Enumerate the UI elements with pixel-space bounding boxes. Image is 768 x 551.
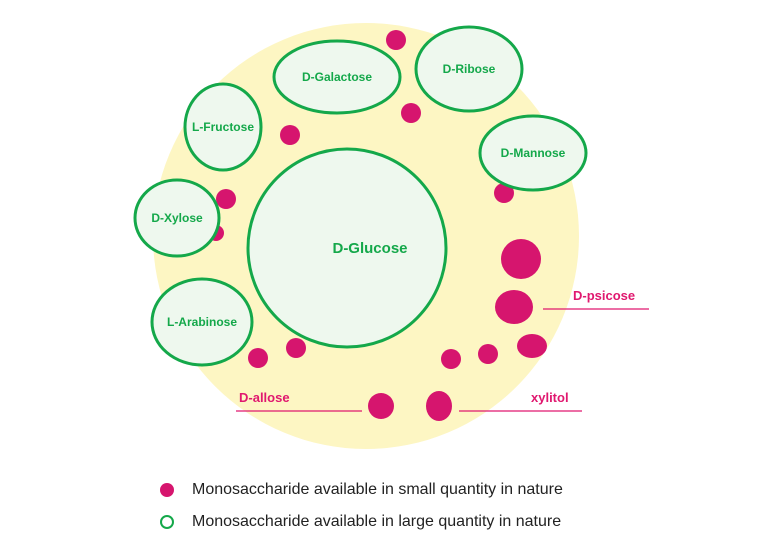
glucose-circle [246,147,448,349]
small-quantity-dot-icon [160,483,174,497]
xylose-circle [133,178,221,258]
mannose-circle [478,114,588,192]
small-dot [501,239,541,279]
legend-large: Monosaccharide available in large quanti… [160,513,561,531]
legend-small-text: Monosaccharide available in small quanti… [192,481,563,498]
arabinose-circle [150,277,254,367]
ribose-circle [414,25,524,113]
xylose-label: D-Xylose [151,211,203,225]
small-dot [368,393,394,419]
galactose-circle [272,39,402,115]
galactose-label: D-Galactose [302,70,372,84]
small-dot [494,183,514,203]
fructose-circle [183,82,263,172]
glucose-label: D-Glucose [332,240,407,257]
allose-label: D-allose [239,390,290,405]
small-dot [216,189,236,209]
legend-small: Monosaccharide available in small quanti… [160,481,563,499]
large-circles [133,25,588,367]
small-dot [280,125,300,145]
small-dot [401,103,421,123]
small-dot [286,338,306,358]
small-dot [478,344,498,364]
psicose-label: D-psicose [573,288,635,303]
small-dot [495,290,533,324]
ribose-label: D-Ribose [443,62,496,76]
large-quantity-ring-icon [160,515,174,529]
small-dot [248,348,268,368]
small-dot [386,30,406,50]
arabinose-label: L-Arabinose [167,315,237,329]
xylitol-label: xylitol [531,390,569,405]
mannose-label: D-Mannose [501,146,566,160]
legend-large-text: Monosaccharide available in large quanti… [192,513,562,530]
fructose-label: L-Fructose [192,120,254,134]
small-dot [426,391,452,421]
small-dot [517,334,547,358]
small-dot [441,349,461,369]
